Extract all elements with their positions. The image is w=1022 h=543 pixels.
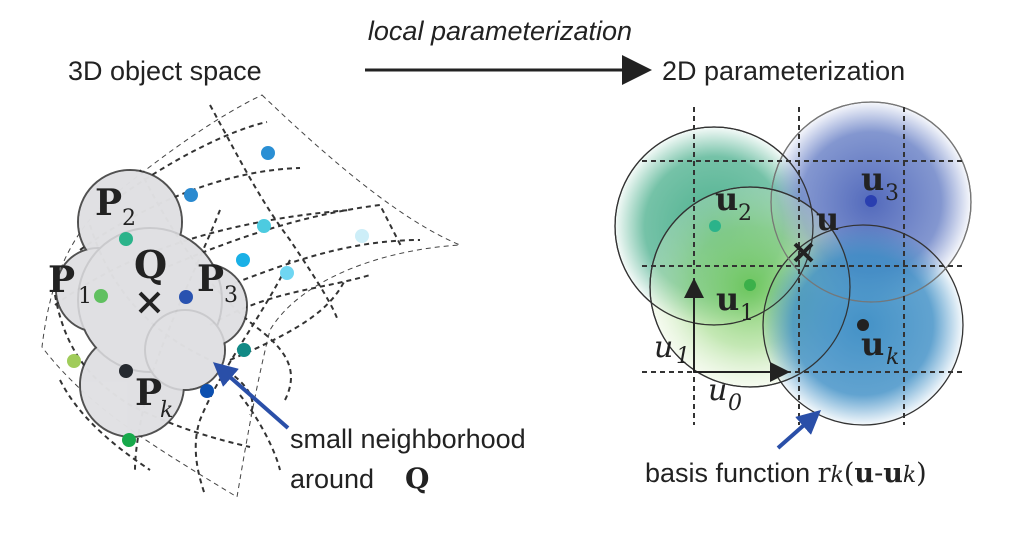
caption-dash: - <box>874 458 883 489</box>
label-p1: P <box>48 259 75 301</box>
caption-text: basis function <box>645 458 818 488</box>
sample-point <box>67 354 81 368</box>
label-p1-sub: 1 <box>78 284 92 309</box>
sample-point <box>261 146 275 160</box>
sample-point <box>200 384 214 398</box>
annotation-line1: small neighborhood <box>290 424 526 454</box>
left-title: 3D object space <box>68 56 262 86</box>
label-u2-sub: 2 <box>738 201 752 226</box>
axis-u1-sub: 1 <box>676 344 690 369</box>
point-uk <box>857 319 869 331</box>
label-uk-sub: k <box>886 345 899 370</box>
label-uk: u <box>861 325 884 363</box>
sample-point <box>257 219 271 233</box>
sample-point <box>119 364 133 378</box>
sample-point <box>280 266 294 280</box>
caption-close: ) <box>916 458 927 489</box>
caption-open: ( <box>844 458 855 489</box>
arrow-label: local parameterization <box>368 16 632 46</box>
axis-u0-label: u <box>708 373 727 408</box>
sample-point <box>119 232 133 246</box>
sample-point <box>122 433 136 447</box>
label-u3-sub: 3 <box>885 181 899 206</box>
sample-point <box>179 290 193 304</box>
query-cross-icon <box>793 242 814 263</box>
label-p3-sub: 3 <box>224 283 238 308</box>
sample-point <box>355 229 369 243</box>
sample-point <box>236 253 250 267</box>
basis-arrow <box>776 410 821 450</box>
sample-point <box>94 289 108 303</box>
sample-point <box>184 188 198 202</box>
label-u1: u <box>716 280 739 318</box>
label-u1-sub: 1 <box>740 301 754 326</box>
point-u3 <box>865 195 877 207</box>
label-u2: u <box>715 180 738 218</box>
label-p2: P <box>95 182 122 224</box>
label-p2-sub: 2 <box>122 206 136 231</box>
label-q: Q <box>134 242 167 287</box>
caption-r: r <box>818 458 831 489</box>
axis-u0-sub: 0 <box>728 391 742 416</box>
label-u: u <box>816 200 839 238</box>
point-u1 <box>744 279 756 291</box>
annotation-q: Q <box>405 462 429 495</box>
query-cross-icon <box>138 291 161 314</box>
neighborhood-arrow <box>212 362 290 430</box>
caption-uk: u <box>883 458 903 489</box>
axis-u1-label: u <box>654 330 673 365</box>
label-pk: P <box>135 372 162 414</box>
caption-u: u <box>854 458 874 489</box>
label-u3: u <box>861 160 884 198</box>
label-pk-sub: k <box>160 398 173 423</box>
basis-caption: basis function rk(u-uk) <box>645 458 927 489</box>
sample-point <box>237 343 251 357</box>
right-title: 2D parameterization <box>662 56 905 86</box>
label-p3: P <box>197 258 224 300</box>
caption-k: k <box>831 463 844 488</box>
point-u2 <box>709 220 721 232</box>
basis-circles <box>614 101 972 426</box>
sample-points <box>67 146 369 447</box>
annotation-line2: around <box>290 464 374 494</box>
caption-k2: k <box>903 463 916 488</box>
